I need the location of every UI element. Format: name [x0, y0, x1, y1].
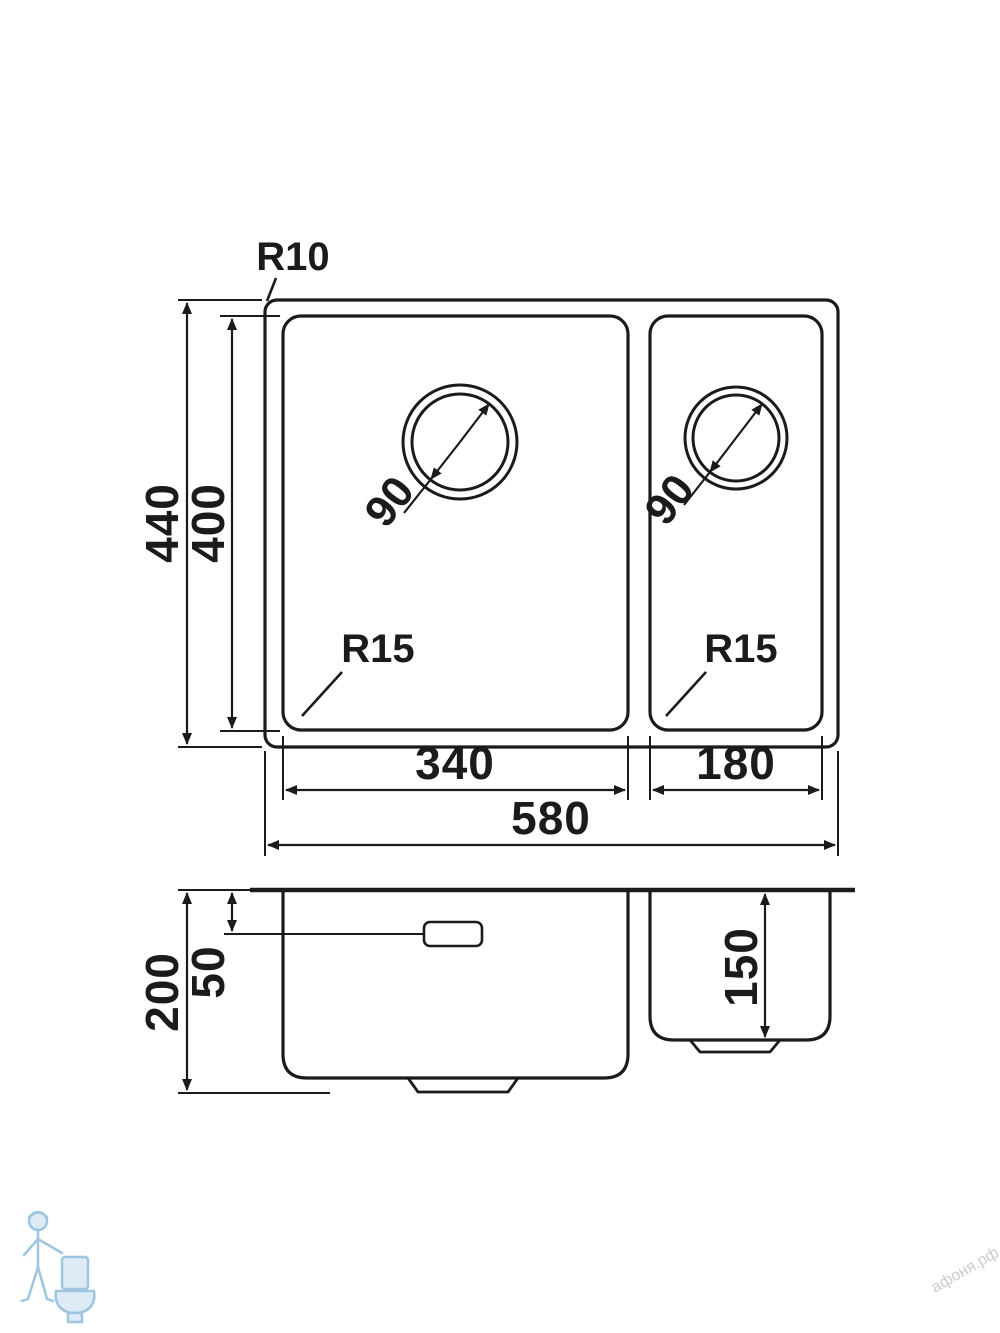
left-bowl-section: [281, 890, 630, 1080]
left-drain-inner-circle: [410, 392, 510, 492]
plumber-feet-shape: [20, 1297, 55, 1303]
right-drain-flange: [688, 1039, 782, 1054]
left-bowl: [281, 314, 630, 732]
watermark-plumber-logo: [20, 1210, 96, 1324]
side-view: 200 50 150: [136, 887, 855, 1094]
left-bowl-width-label: 340: [415, 737, 495, 789]
overall-width-label: 580: [511, 792, 591, 844]
plumber-cap-shape: [27, 1211, 49, 1219]
outer-radius-leader-line: [265, 277, 278, 302]
left-bowl-radius-label: R15: [341, 627, 414, 671]
overall-height-label: 200: [136, 952, 188, 1032]
overflow-slot: [422, 920, 484, 948]
overall-depth-label: 440: [136, 483, 188, 563]
left-drain-outer-circle: [401, 383, 519, 501]
left-drain-diameter-arrow-upper: [459, 403, 490, 443]
right-bowl: [648, 314, 824, 732]
right-drain-diameter-label: 90: [635, 465, 704, 534]
right-bowl-radius-label: R15: [704, 627, 777, 671]
plumber-arm-left-shape: [22, 1237, 40, 1257]
right-drain-diameter-arrow-upper: [735, 403, 763, 439]
plumber-arm-right-shape: [36, 1237, 64, 1255]
right-bowl-width-label: 180: [696, 737, 776, 789]
right-drain-leader-extension: [683, 471, 711, 506]
left-bowl-radius-leader-line: [301, 671, 343, 717]
rim-to-overflow-label: 50: [182, 945, 234, 998]
sink-outer-rim: [263, 298, 840, 749]
toilet-base-shape: [66, 1311, 84, 1324]
right-drain-inner-circle: [691, 393, 781, 483]
left-drain-leader-extension: [403, 478, 432, 514]
right-bowl-section: [648, 890, 832, 1042]
left-drain-diameter-arrow-lower: [430, 441, 461, 480]
top-view: 90 90 R10 R15 R15 440 400 340: [136, 235, 840, 856]
right-bowl-height-label: 150: [715, 927, 767, 1007]
right-drain-diameter-arrow-lower: [709, 437, 737, 473]
bowl-depth-label: 400: [182, 483, 234, 563]
plumber-legs-shape: [26, 1265, 49, 1301]
left-drain-flange: [406, 1077, 520, 1094]
right-drain-outer-circle: [683, 385, 789, 491]
toilet-tank-shape: [60, 1255, 90, 1291]
outer-radius-label: R10: [256, 235, 329, 279]
right-bowl-radius-leader-line: [665, 671, 707, 717]
toilet-bowl-shape: [54, 1289, 96, 1315]
watermark-site-text: афоня.рф: [929, 1244, 1000, 1296]
